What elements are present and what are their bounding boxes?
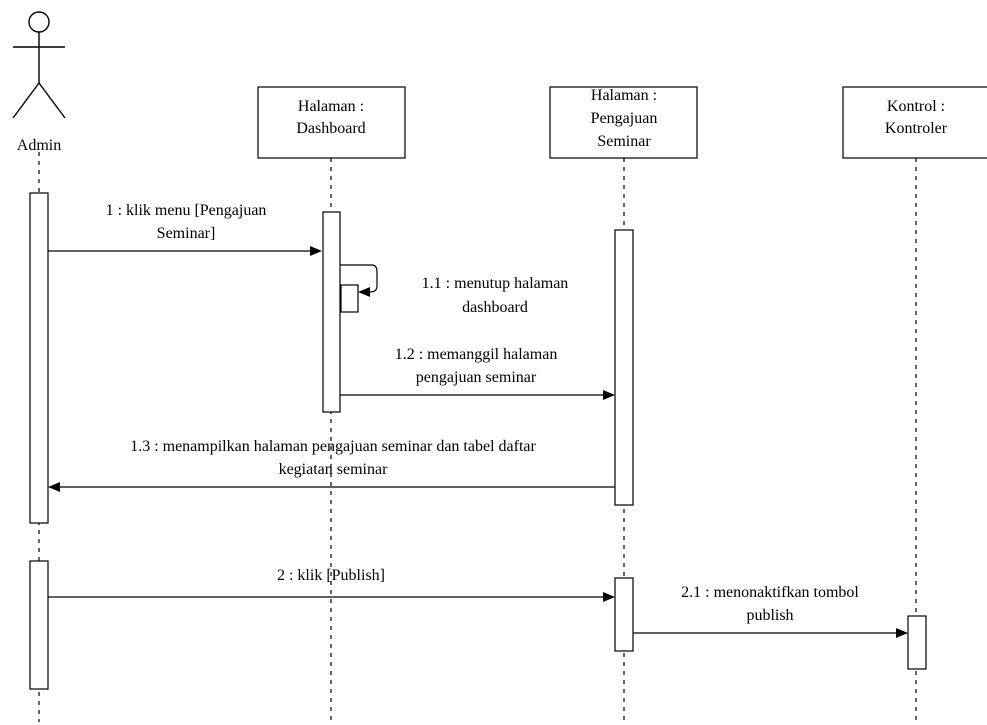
activation-admin-2 bbox=[29, 560, 49, 690]
participant-box bbox=[549, 86, 698, 159]
actor-head bbox=[28, 11, 50, 33]
participant-pengajuan-seminar: Halaman : Pengajuan Seminar bbox=[549, 86, 698, 159]
actor-right-leg bbox=[38, 82, 66, 119]
activation-pengajuan-1 bbox=[614, 229, 634, 506]
message-label: 1 : klik menu [Pengajuan bbox=[106, 202, 267, 219]
message-label: Seminar] bbox=[157, 225, 216, 242]
message-1-2: 1.2 : memanggil halaman pengajuan semina… bbox=[340, 346, 615, 400]
message-label: publish bbox=[746, 607, 793, 624]
message-2: 2 : klik [Publish] bbox=[48, 567, 615, 602]
message-label: 1.2 : memanggil halaman bbox=[395, 346, 558, 363]
message-label: pengajuan seminar bbox=[416, 369, 537, 386]
message-2-1: 2.1 : menonaktifkan tombol publish bbox=[633, 584, 908, 638]
message-1: 1 : klik menu [Pengajuan Seminar] bbox=[48, 202, 322, 256]
participant-box bbox=[257, 86, 406, 159]
participant-dashboard: Halaman : Dashboard bbox=[257, 86, 406, 159]
participant-kontroler: Kontrol : Kontroler bbox=[842, 86, 987, 159]
message-label: 1.1 : menutup halaman bbox=[422, 275, 569, 292]
participant-label-line: Seminar bbox=[597, 133, 651, 150]
participant-label-line: Kontroler bbox=[885, 120, 948, 137]
message-label: kegiatan seminar bbox=[279, 461, 389, 478]
arrowhead bbox=[896, 628, 908, 638]
activation-kontroler bbox=[907, 615, 927, 670]
arrowhead bbox=[603, 592, 615, 602]
activation-dashboard-self bbox=[340, 284, 359, 313]
message-label: 2.1 : menonaktifkan tombol bbox=[681, 584, 859, 601]
message-1-3: 1.3 : menampilkan halaman pengajuan semi… bbox=[48, 438, 615, 492]
participant-label-line: Halaman : bbox=[591, 87, 657, 104]
participant-label-line: Kontrol : bbox=[887, 98, 945, 115]
message-label: 2 : klik [Publish] bbox=[277, 567, 385, 584]
message-label: 1.3 : menampilkan halaman pengajuan semi… bbox=[130, 438, 536, 455]
actor-name: Admin bbox=[17, 137, 61, 154]
arrowhead bbox=[603, 390, 615, 400]
participant-label-line: Halaman : bbox=[298, 98, 364, 115]
actor-admin bbox=[12, 11, 66, 119]
participant-label-line: Dashboard bbox=[296, 120, 365, 137]
arrowhead bbox=[358, 287, 370, 297]
message-label: dashboard bbox=[462, 299, 528, 316]
message-1-1: 1.1 : menutup halaman dashboard bbox=[340, 264, 569, 316]
activation-dashboard bbox=[322, 211, 341, 413]
activation-pengajuan-2 bbox=[614, 577, 634, 652]
arrowhead bbox=[48, 482, 60, 492]
participant-label-line: Pengajuan bbox=[591, 110, 658, 127]
activation-admin-1 bbox=[29, 192, 49, 524]
actor-left-leg bbox=[12, 82, 40, 119]
participant-box bbox=[842, 86, 987, 159]
message-arrow-line bbox=[340, 264, 378, 293]
arrowhead bbox=[310, 246, 322, 256]
